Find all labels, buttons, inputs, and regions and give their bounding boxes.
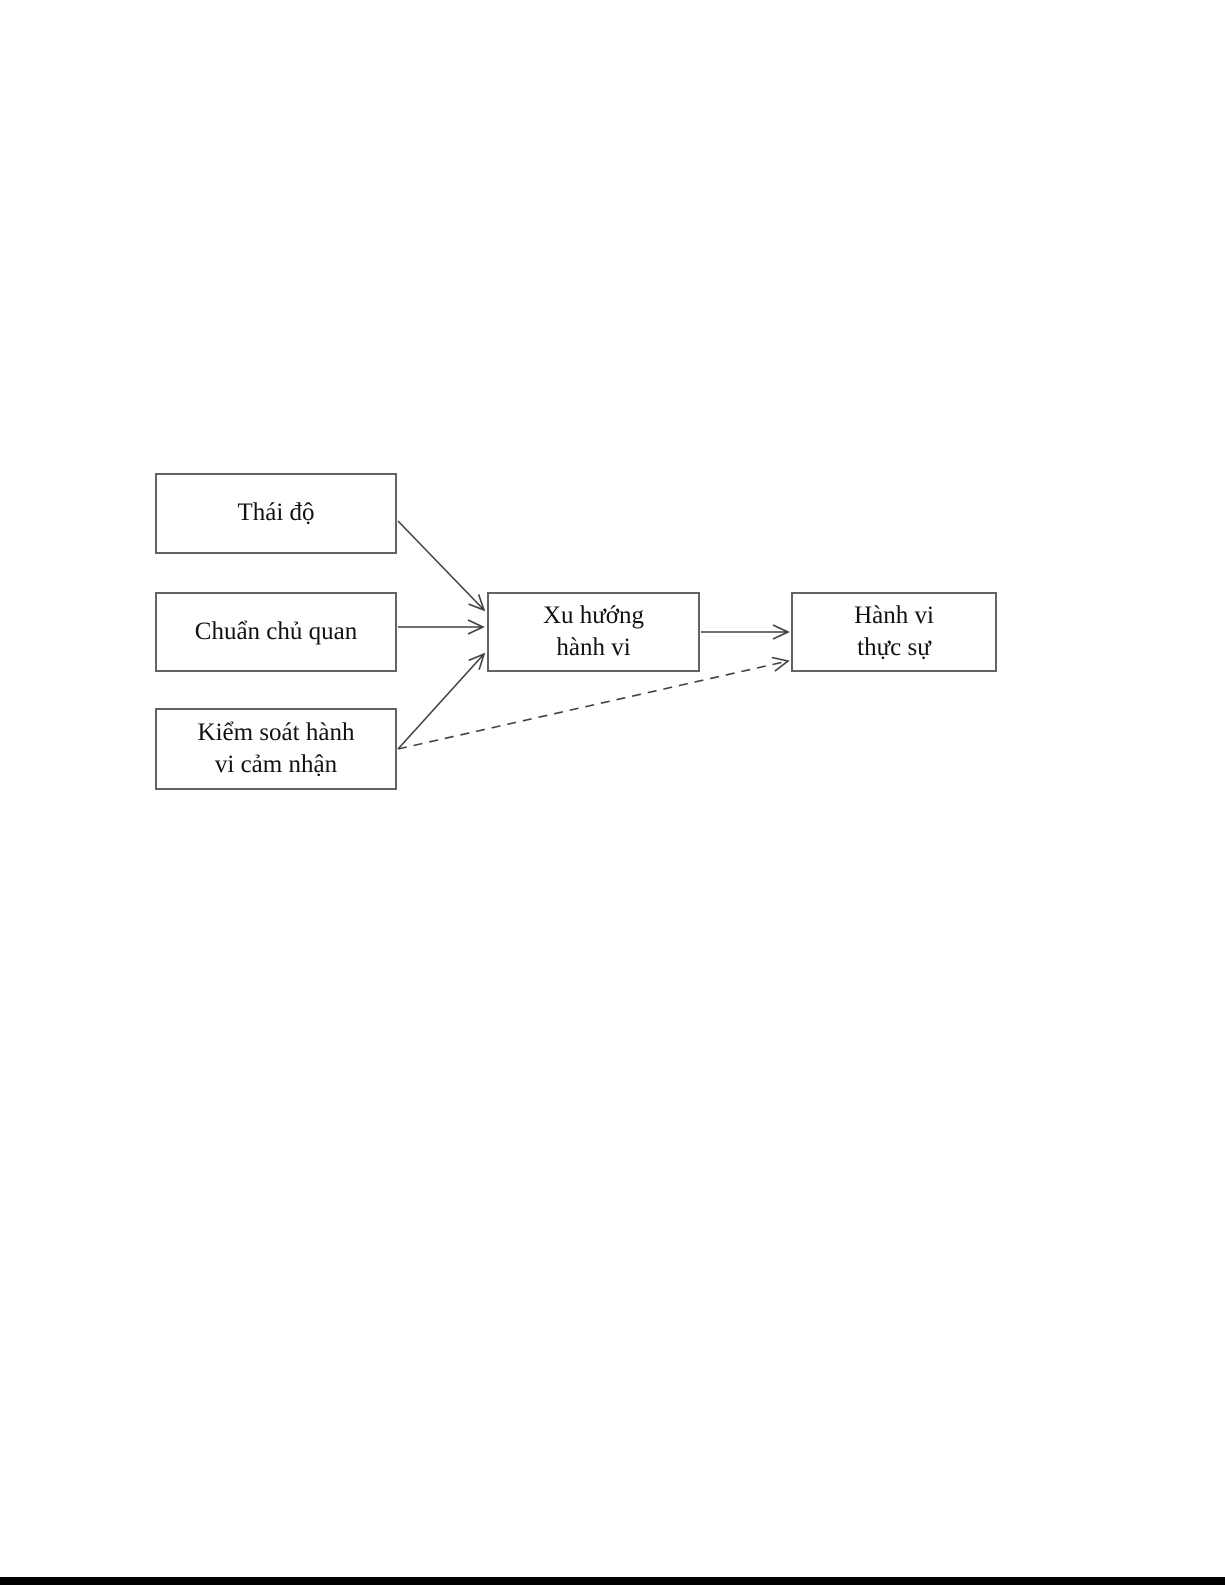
page-bottom-bar [0,1577,1225,1585]
node-subjective-norm: Chuẩn chủ quan [155,592,397,672]
node-behavioral-intention: Xu hướng hành vi [487,592,700,672]
edge-perceived-control-to-intention [397,652,486,750]
node-attitude: Thái độ [155,473,397,554]
edge-attitude-to-intention [397,520,486,612]
node-perceived-behavioral-control: Kiểm soát hành vi cảm nhận [155,708,397,790]
node-actual-behavior: Hành vi thực sự [791,592,997,672]
edge-perceived-control-to-behavior-dashed [397,656,790,750]
